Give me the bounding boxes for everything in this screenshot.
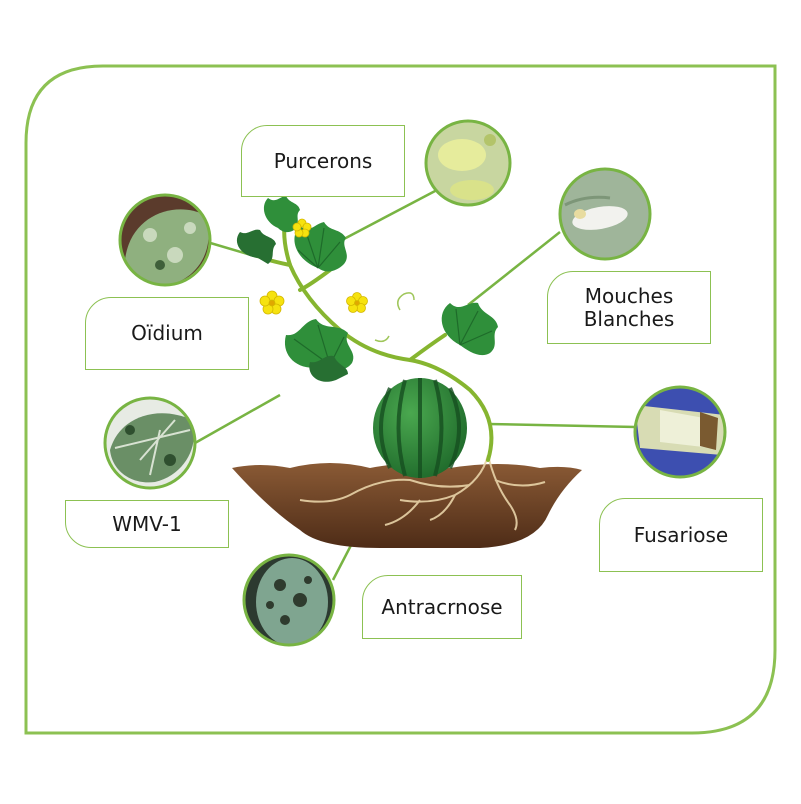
aphid-photo-icon — [424, 119, 512, 207]
soil-mound — [232, 463, 582, 548]
label-mouches-blanches-text: Mouches Blanches — [583, 283, 675, 331]
label-antracnose-text: Antracrnose — [381, 594, 503, 619]
leader-mouches — [467, 231, 561, 306]
label-fusariose-text: Fusariose — [633, 522, 729, 547]
label-mouches-blanches: Mouches Blanches — [547, 271, 711, 344]
leader-purcerons — [341, 188, 438, 242]
label-wmv1-text: WMV-1 — [112, 511, 182, 536]
whitefly-photo-icon — [558, 167, 652, 261]
mosaic-virus-leaf-icon — [103, 396, 197, 490]
label-antracnose: Antracrnose — [362, 575, 522, 639]
watermelon-fruit — [373, 377, 467, 478]
label-oidium-text: Oïdium — [131, 321, 203, 345]
outer-frame — [24, 64, 777, 735]
label-wmv1: WMV-1 — [65, 500, 229, 548]
label-purcerons: Purcerons — [241, 125, 405, 197]
flowers — [259, 218, 368, 315]
roots — [299, 454, 546, 531]
leader-fusariose — [487, 422, 637, 429]
fusarium-stem-icon — [633, 385, 727, 479]
leader-wmv — [194, 393, 281, 445]
anthracnose-fruit-icon — [242, 553, 336, 647]
label-fusariose: Fusariose — [599, 498, 763, 572]
label-oidium: Oïdium — [85, 297, 249, 370]
powdery-mildew-leaf-icon — [118, 193, 212, 287]
label-purcerons-text: Purcerons — [273, 148, 373, 173]
leaves — [236, 196, 498, 382]
